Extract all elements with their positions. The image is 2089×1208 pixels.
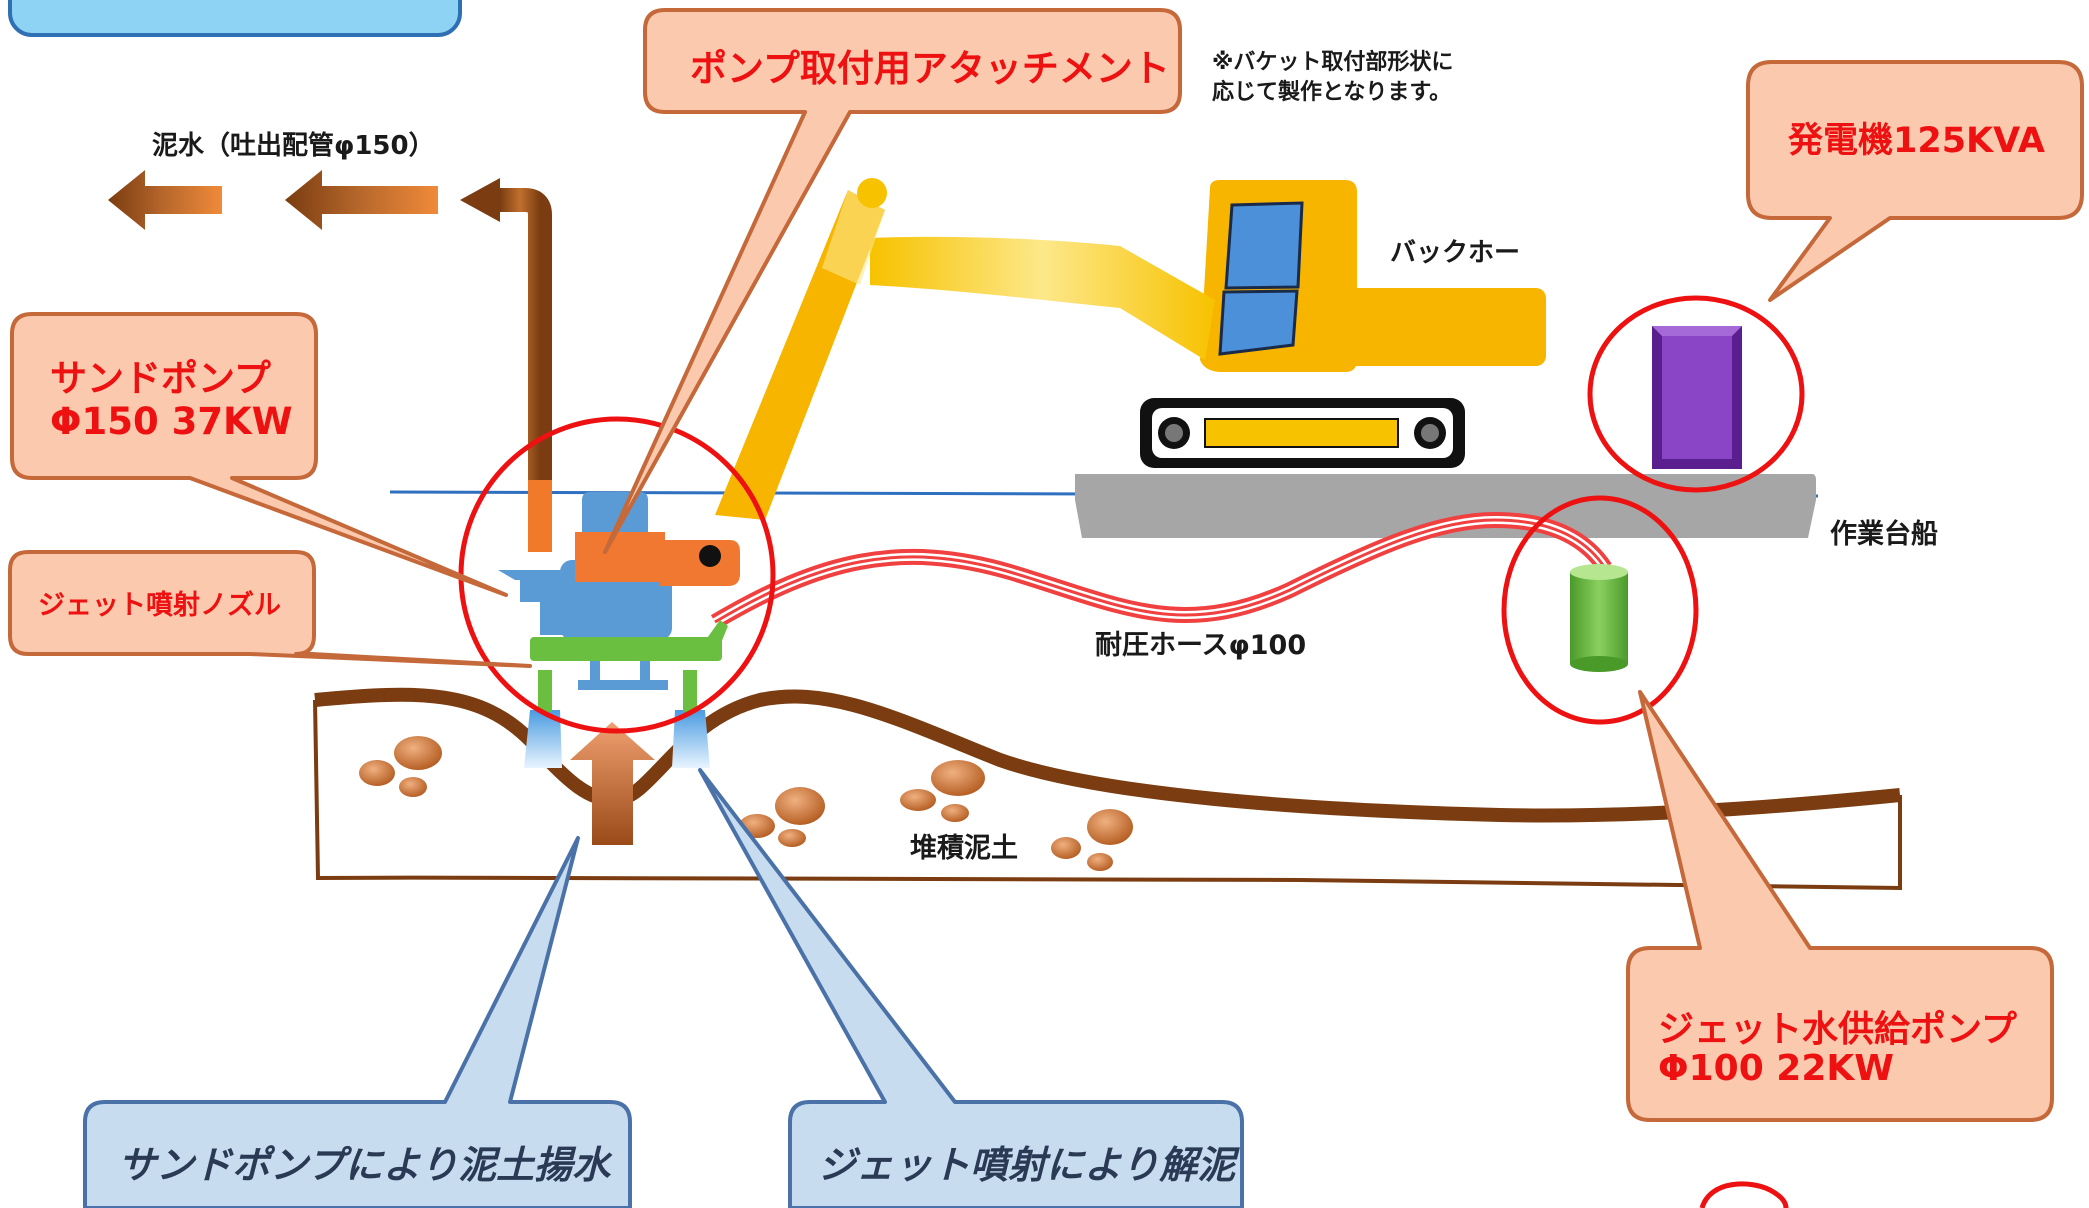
partial-header-box [8,0,462,37]
label-bucket-note-1: ※バケット取付部形状に [1212,50,1454,75]
label-jet-loosen: ジェット噴射により解泥 [818,1143,1236,1187]
sand-pump-icon [498,492,740,768]
label-generator: 発電機125KVA [1788,121,2045,161]
pressure-hose [710,511,1612,629]
callout-pump-attachment [603,8,1182,554]
label-sand-pump-lift: サンドポンプにより泥土揚水 [118,1143,611,1187]
label-work-barge: 作業台船 [1830,519,1938,550]
label-pump-attachment: ポンプ取付用アタッチメント [690,47,1170,90]
callout-jet-nozzle [8,550,532,668]
label-bucket-note-2: 応じて製作となります。 [1212,80,1452,105]
label-jet-pump-1: ジェット水供給ポンプ [1658,1009,2017,1050]
jet-water-pump-icon [1570,564,1628,672]
label-backhoe: バックホー [1390,238,1521,268]
callout-jet-pump [1626,690,2054,1122]
mud-lift-arrow [570,722,655,845]
label-sand-pump-1: サンドポンプ [50,357,271,400]
callout-sand-pump [10,312,508,597]
label-jet-pump-2: Φ100 22KW [1658,1048,1894,1089]
mud-lump-icon [359,736,1133,871]
discharge-arrow-icon [108,170,438,230]
work-barge [1075,474,1816,538]
label-jet-nozzle: ジェット噴射ノズル [38,590,281,621]
callout-sand-pump-lift [83,836,632,1208]
callout-generator [1746,60,2084,302]
label-mud-water: 泥水（吐出配管φ150） [152,131,435,161]
discharge-pipe [460,178,552,552]
callout-jet-loosen [698,768,1244,1208]
label-sand-pump-2: Φ150 37KW [50,400,293,443]
backhoe-icon [715,178,1546,520]
label-pressure-hose: 耐圧ホースφ100 [1095,630,1307,661]
label-sediment: 堆積泥土 [910,833,1018,864]
generator-icon [1652,326,1742,469]
